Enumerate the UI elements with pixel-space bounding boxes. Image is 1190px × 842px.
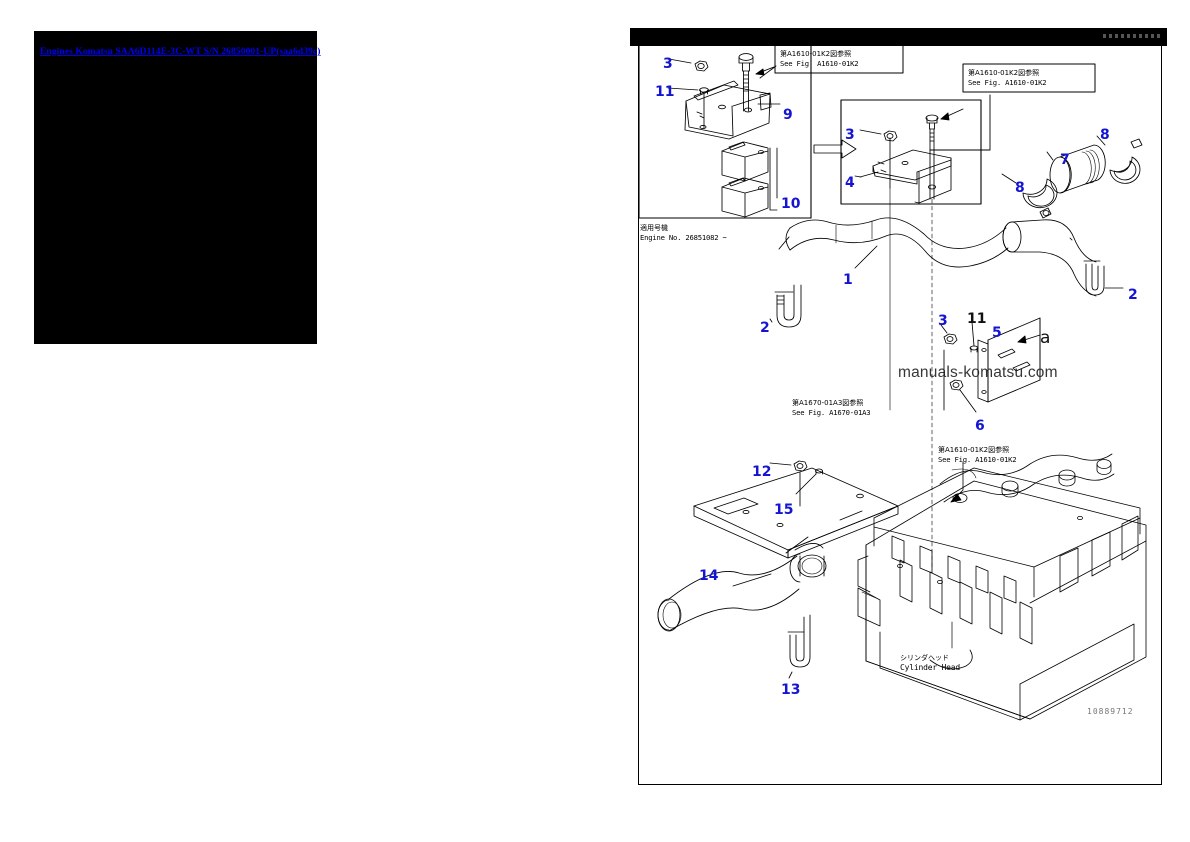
part-callout-11: 11 [655,84,675,100]
parts-diagram-panel [630,13,1167,788]
document-title-link[interactable]: Engines Komatsu SAA6D114E-3C-WT S/N 2685… [40,47,321,57]
part-callout-15: 15 [774,502,794,518]
part-callout-1: 1 [843,272,853,288]
part-callout-9: 9 [783,107,793,123]
exploded-view-drawing [638,39,1147,721]
drawing-number: 10889712 [1087,707,1134,716]
figure-reference-1: 第A1610-01K2図参照 See Fig. A1610-01K2 [780,50,859,68]
figure-reference-1-en: See Fig. A1610-01K2 [780,58,859,68]
figure-reference-3-en: See Fig. A1670-01A3 [792,407,871,417]
figure-reference-1-jp: 第A1610-01K2図参照 [780,50,852,58]
figure-reference-2: 第A1610-01K2図参照 See Fig. A1610-01K2 [968,69,1047,87]
part-callout-13: 13 [781,682,801,698]
figure-reference-3: 第A1670-01A3図参照 See Fig. A1670-01A3 [792,399,871,417]
applicability-note: 適用号機 Engine No. 26851082 ~ [640,224,727,242]
part-callout-6: 6 [975,418,985,434]
figure-reference-4-en: See Fig. A1610-01K2 [938,454,1017,464]
diagram-border-frame [638,46,1162,785]
figure-reference-2-en: See Fig. A1610-01K2 [968,77,1047,87]
part-callout-10: 10 [781,196,801,212]
part-callout-3: 3 [663,56,673,72]
part-callout-8: 8 [1015,180,1025,196]
diagram-top-dither-strip [1103,34,1163,38]
cylinder-head-label-en: Cylinder Head [900,662,961,672]
figure-reference-4-jp: 第A1610-01K2図参照 [938,446,1010,454]
part-callout-2: 2 [1128,287,1138,303]
preview-thumbnail-panel [34,31,317,344]
site-watermark: manuals-komatsu.com [898,364,1058,381]
section-mark-a: a [1040,328,1051,348]
part-callout-8: 8 [1100,127,1110,143]
part-callout-4: 4 [845,175,855,191]
figure-reference-2-jp: 第A1610-01K2図参照 [968,69,1040,77]
cylinder-head-label-jp: シリンダヘッド [900,654,949,662]
part-callout-14: 14 [699,568,719,584]
part-callout-12: 12 [752,464,772,480]
figure-reference-4: 第A1610-01K2図参照 See Fig. A1610-01K2 [938,446,1017,464]
part-callout-3: 3 [845,127,855,143]
part-callout-5: 5 [992,325,1002,341]
figure-reference-3-jp: 第A1670-01A3図参照 [792,399,864,407]
part-callout-3: 3 [938,313,948,329]
applicability-note-en: Engine No. 26851082 ~ [640,232,727,242]
cylinder-head-label: シリンダヘッド Cylinder Head [900,654,960,673]
applicability-note-jp: 適用号機 [640,224,668,232]
diagram-top-black-bar [630,28,1167,46]
part-callout-7: 7 [1060,152,1070,168]
part-callout-2: 2 [760,320,770,336]
part-callout-11: 11 [967,311,987,327]
